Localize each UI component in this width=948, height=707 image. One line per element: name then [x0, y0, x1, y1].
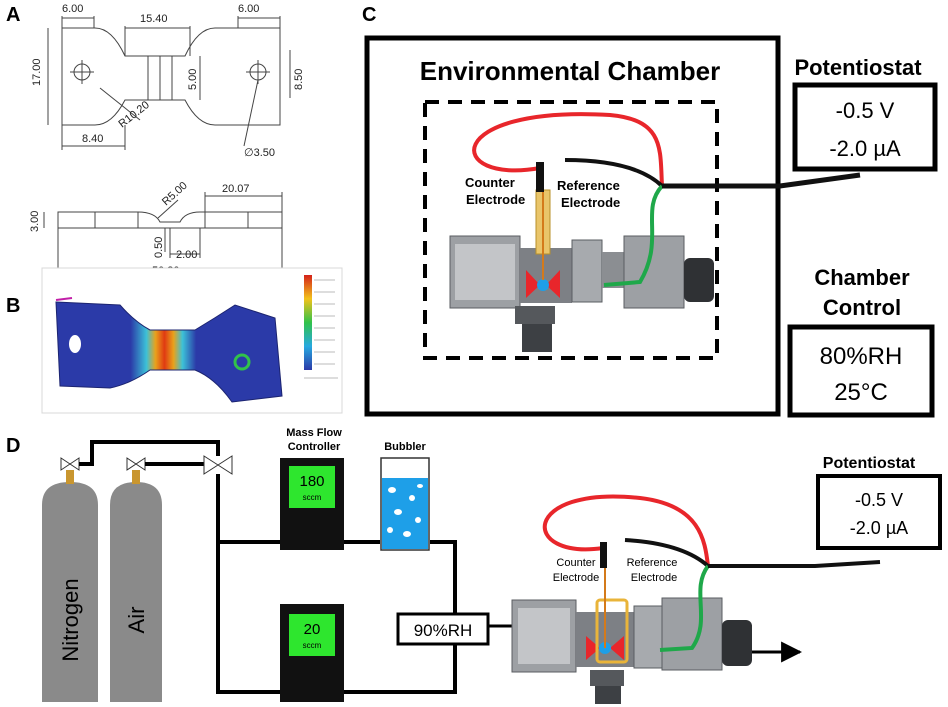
fea-legend-ticks	[304, 279, 338, 379]
dim-20-07: 20.07	[222, 183, 250, 195]
mfc-1-display	[289, 466, 335, 508]
panel-b: B	[6, 267, 343, 414]
dim-8-50: 8.50	[293, 69, 305, 90]
dim-5-00: 5.00	[187, 69, 199, 90]
potentiostat-box-d	[816, 474, 942, 550]
bubbler-label: Bubbler	[384, 441, 426, 453]
air-valve-stem	[132, 470, 140, 484]
reference-label-1-d: Reference	[627, 557, 678, 569]
fea-stress-specimen	[55, 301, 283, 403]
fea-color-legend	[304, 275, 312, 370]
dim-r5-00: R5.00	[160, 180, 190, 209]
reference-label-2-c: Electrode	[561, 195, 620, 210]
cylinder-label-air: Air	[124, 607, 149, 634]
reference-wire-d	[659, 564, 710, 652]
humidity-box-d	[396, 612, 490, 646]
dim-r10-20: R10.20	[116, 99, 151, 130]
chamber-control-2: Control	[823, 295, 901, 320]
panel-label-c: C	[362, 4, 376, 26]
gas-tubing	[79, 440, 457, 694]
counter-label-1-c: Counter	[465, 175, 515, 190]
reference-label-2-d: Electrode	[631, 572, 677, 584]
counter-wire-d	[542, 494, 710, 567]
dim-0-50: 0.50	[153, 237, 165, 258]
environmental-chamber-box	[364, 35, 781, 417]
air-cylinder	[110, 482, 162, 702]
dim-3-00: 3.00	[29, 211, 41, 232]
dim-8-40: 8.40	[82, 133, 103, 145]
panel-d: D Nitrogen Air Mass Flow Controller 180 …	[6, 427, 942, 704]
counter-label-2-c: Electrode	[466, 192, 525, 207]
mfc-label-2: Controller	[288, 441, 341, 453]
panel-c: C Environmental Chamber Counter Electro	[362, 4, 938, 418]
potentiostat-title-d: Potentiostat	[823, 455, 916, 472]
reference-wire	[603, 184, 664, 287]
current-c: -2.0 µA	[829, 136, 901, 161]
current-d: -2.0 µA	[850, 518, 908, 538]
sample-spot	[537, 279, 549, 291]
dim-6-00-left: 6.00	[62, 3, 83, 15]
dim-6-00-right: 6.00	[238, 3, 259, 15]
potential-c: -0.5 V	[836, 98, 895, 123]
humidity-cell-outline	[595, 598, 629, 664]
mfc-2-unit: sccm	[303, 641, 322, 650]
panel-label-b: B	[6, 295, 20, 317]
fea-load-arrow	[55, 297, 73, 301]
nitrogen-valve-stem	[66, 470, 74, 484]
counter-wire	[472, 112, 664, 187]
panel-label-a: A	[6, 4, 20, 26]
cylinder-label-nitrogen: Nitrogen	[58, 578, 83, 661]
counter-clip-d	[600, 542, 607, 568]
reference-label-1-c: Reference	[557, 178, 620, 193]
fea-right-hole	[233, 353, 251, 371]
chamber-title: Environmental Chamber	[420, 56, 721, 86]
dim-2-00: 2.00	[176, 249, 197, 261]
sample-clamp-red	[526, 270, 560, 298]
dim-15-40: 15.40	[140, 13, 168, 25]
tensile-stage-d	[511, 560, 752, 704]
fea-left-hole	[69, 335, 81, 353]
mfc-2-display	[289, 614, 335, 656]
dim-17-00: 17.00	[31, 58, 43, 86]
potential-d: -0.5 V	[855, 490, 903, 510]
air-valve-icon	[126, 457, 146, 471]
reference-wire-black	[564, 158, 664, 188]
dashed-enclosure	[423, 100, 719, 360]
reference-wire-black-d	[624, 538, 710, 568]
potentiostat-title-c: Potentiostat	[794, 55, 922, 80]
temperature-c: 25°C	[834, 379, 888, 406]
mfc-label-1: Mass Flow	[286, 427, 342, 439]
humidity-d: 90%RH	[414, 621, 473, 640]
humidity-c: 80%RH	[820, 343, 903, 370]
three-way-valve-icon	[203, 455, 233, 475]
panel-label-d: D	[6, 435, 20, 457]
nitrogen-valve-icon	[60, 457, 80, 471]
dogbone-top-dimensions: 6.00 15.40 6.00 17.00 R10.20 5.00 8.50 8…	[31, 3, 305, 159]
potentiostat-box-c	[792, 82, 938, 172]
nitrogen-cylinder	[42, 482, 98, 702]
counter-label-2-d: Electrode	[553, 572, 599, 584]
mfc-1-value: 180	[299, 473, 324, 490]
counter-clip	[536, 162, 544, 192]
tensile-stage	[449, 189, 714, 352]
panel-a: A 6.00 15.40 6.00	[6, 3, 305, 282]
bubbles	[387, 484, 423, 537]
chamber-control-box	[787, 324, 935, 418]
potentiostat-cable-c	[662, 172, 861, 189]
mfc-1-unit: sccm	[303, 493, 322, 502]
dim-hole-3-50: ∅3.50	[244, 147, 275, 159]
mfc-2-value: 20	[304, 621, 321, 638]
chamber-control-1: Chamber	[814, 265, 910, 290]
dogbone-top-view	[47, 16, 291, 150]
potentiostat-cable-d	[708, 560, 881, 568]
counter-label-1-d: Counter	[556, 557, 595, 569]
